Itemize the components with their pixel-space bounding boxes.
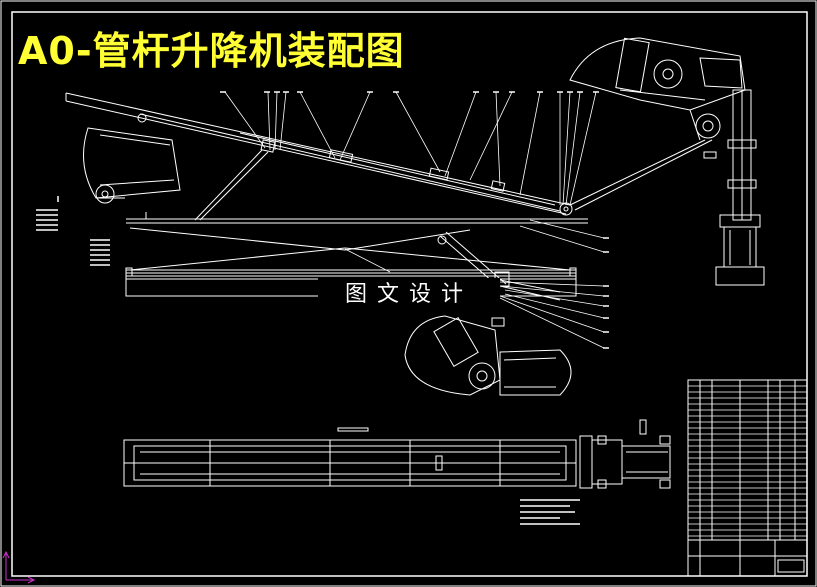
base-frame	[125, 212, 588, 297]
inner-frame	[11, 11, 808, 577]
end-view	[579, 419, 671, 489]
balloon-ticks	[220, 91, 609, 349]
ucs-axis-icon	[2, 550, 36, 584]
title-block	[687, 379, 808, 577]
technical-notes-bottom	[520, 499, 580, 525]
drawing-title: A0-管杆升降机装配图	[18, 29, 405, 73]
bom-rows	[688, 385, 807, 537]
detail-cylinder	[404, 315, 572, 396]
head-assembly	[569, 37, 746, 211]
hydraulic-cylinder-left	[83, 127, 181, 204]
inclined-boom	[65, 92, 573, 216]
vertical-column	[703, 89, 765, 286]
leader-lines	[224, 91, 605, 349]
watermark-label: 图文设计	[318, 278, 500, 312]
title-block-footer	[688, 539, 807, 576]
support-struts	[129, 149, 571, 271]
plan-view	[123, 427, 577, 487]
technical-notes-left	[36, 196, 110, 266]
